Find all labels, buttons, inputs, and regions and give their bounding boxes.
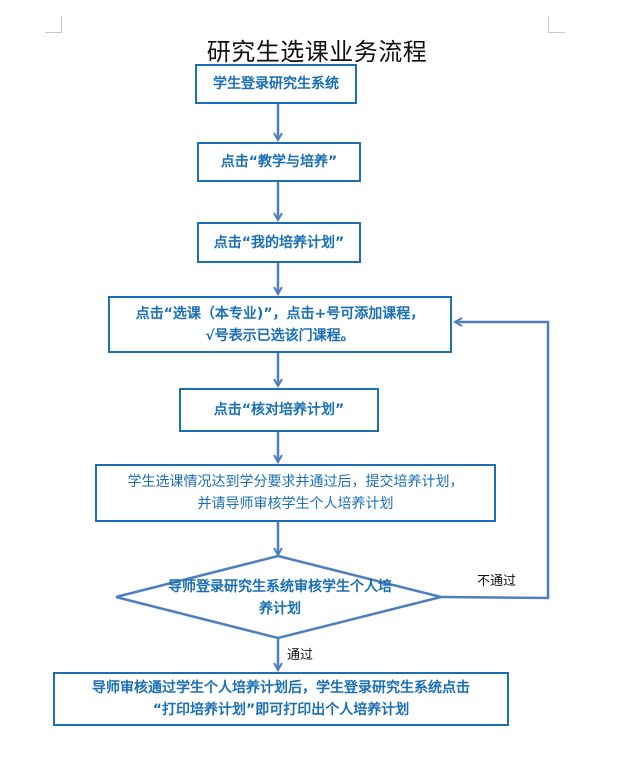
step-select-course-line2: √号表示已选该门课程。 [205, 327, 355, 344]
step-login: 学生登录研究生系统 [195, 64, 357, 104]
step-print-plan-line2: “打印培养计划”即可打印出个人培养计划 [152, 702, 410, 718]
decision-label: 导师登录研究生系统审核学生个人培 养计划 [150, 576, 410, 620]
page-corner-mark-right [548, 16, 565, 33]
step-my-plan-label: 点击“我的培养计划” [213, 234, 345, 251]
decision-label-line2: 养计划 [259, 601, 301, 617]
step-select-course-line1: 点击“选课（本专业)”，点击+号可添加课程， [135, 305, 425, 322]
step-my-plan: 点击“我的培养计划” [197, 222, 361, 263]
arrow-fail-loop [440, 322, 550, 600]
edge-label-pass: 通过 [287, 648, 314, 663]
page-title: 研究生选课业务流程 [206, 38, 428, 66]
step-verify-plan: 点击“核对培养计划” [179, 388, 379, 432]
decision-diamond [115, 554, 442, 640]
step-verify-plan-label: 点击“核对培养计划” [213, 402, 345, 418]
step-login-label: 学生登录研究生系统 [213, 76, 339, 92]
step-submit-plan-line1: 学生选课情况达到学分要求并通过后，提交培养计划， [127, 474, 464, 490]
page-corner-mark-left [45, 16, 62, 33]
step-submit-plan-line2: 并请导师审核学生个人培养计划 [197, 496, 394, 512]
step-teaching-training-label: 点击“教学与培养” [220, 154, 338, 170]
step-submit-plan: 学生选课情况达到学分要求并通过后，提交培养计划， 并请导师审核学生个人培养计划 [95, 464, 496, 522]
step-select-course: 点击“选课（本专业)”，点击+号可添加课程， √号表示已选该门课程。 [108, 296, 452, 353]
edge-label-fail: 不通过 [477, 574, 517, 589]
decision-label-line1: 导师登录研究生系统审核学生个人培 [168, 579, 392, 595]
step-print-plan: 导师审核通过学生个人培养计划后，学生登录研究生系统点击 “打印培养计划”即可打印… [53, 672, 509, 726]
step-print-plan-line1: 导师审核通过学生个人培养计划后，学生登录研究生系统点击 [92, 680, 470, 696]
step-teaching-training: 点击“教学与培养” [197, 142, 361, 182]
